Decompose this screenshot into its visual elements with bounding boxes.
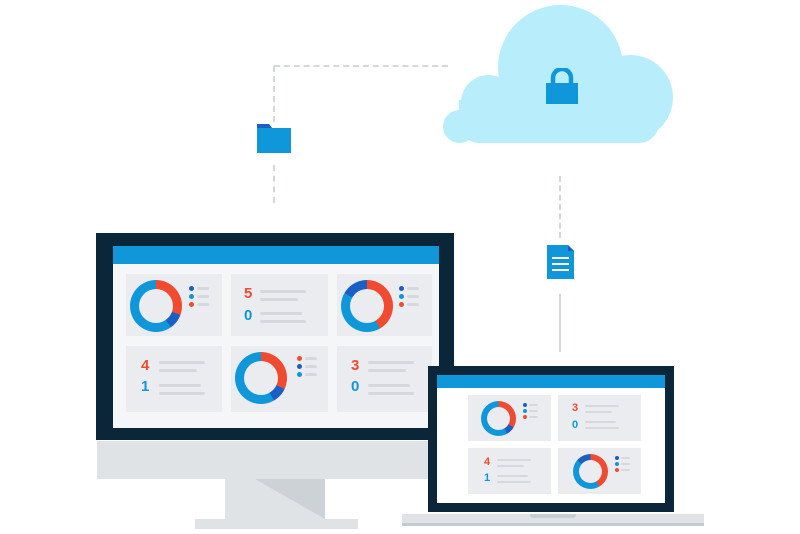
legend-dot-blue [189,294,194,299]
stat-bar [497,481,531,483]
stat-value-bottom: 0 [244,307,253,324]
stat-bar [368,361,414,364]
stat-value-top: 3 [351,357,360,374]
legend-bar [197,303,209,306]
stat-value-bottom: 1 [141,378,150,395]
stat-bar [368,392,414,395]
legend-bar [621,469,630,471]
legend-bar [305,373,317,376]
stat-value-top: 3 [572,402,579,414]
stat-value-bottom: 1 [484,472,491,484]
stat-bar [585,421,616,423]
connector-right-upper [559,176,561,238]
cloud-icon [443,5,675,143]
stat-bar [585,411,612,413]
stat-bar [497,465,524,467]
legend-bar [197,295,209,298]
laptop-card-donut-2[interactable] [558,448,641,494]
folder-icon [257,124,291,153]
stat-bar [260,298,298,301]
legend-dot-dark-blue [297,364,302,369]
stat-bar [260,320,306,323]
monitor-card-stats-1[interactable]: 5 0 [231,274,328,336]
stat-bar [368,369,406,372]
stat-bar [585,427,619,429]
monitor-stand-base [195,519,358,529]
legend-bar [197,287,209,290]
stat-value-top: 5 [244,285,253,302]
donut-chart [130,280,182,332]
document-icon [547,245,574,279]
stat-bar [159,384,201,387]
monitor-screen: 5 0 4 1 3 [113,246,439,428]
legend-bar [529,416,538,418]
legend-dot-dark-blue [615,456,619,460]
stat-bar [497,475,528,477]
stat-bar [159,361,205,364]
monitor-card-donut-2[interactable] [337,274,432,336]
laptop-screen-header [437,375,665,388]
legend-dot-red [523,415,527,419]
legend-dot-dark-blue [189,286,194,291]
legend-bar [621,463,630,465]
monitor-card-donut-1[interactable] [126,274,222,336]
laptop-screen: 3 0 4 1 [437,375,665,503]
legend-bar [407,287,419,290]
stat-value-top: 4 [484,456,491,468]
stat-bar [260,290,306,293]
legend-dot-dark-blue [523,403,527,407]
laptop-notch [530,514,576,518]
legend-bar [305,365,317,368]
laptop-card-donut-1[interactable] [468,395,551,441]
legend-dot-blue [399,294,404,299]
connector-left-lower [273,165,275,203]
donut-chart [235,352,287,404]
stat-bar [260,312,302,315]
legend-dot-red [189,302,194,307]
monitor-card-donut-3[interactable] [231,346,328,412]
donut-chart [481,401,516,436]
legend-bar [407,295,419,298]
stat-bar [159,392,205,395]
legend-dot-blue [523,409,527,413]
legend-dot-dark-blue [399,286,404,291]
donut-chart [573,454,608,489]
legend-dot-red [615,468,619,472]
legend-bar [529,410,538,412]
stat-value-bottom: 0 [351,378,360,395]
legend-dot-blue [297,372,302,377]
legend-dot-red [399,302,404,307]
legend-bar [305,357,317,360]
stat-bar [497,459,531,461]
stat-bar [368,384,410,387]
legend-dot-red [297,356,302,361]
connector-top [274,65,448,67]
legend-bar [407,303,419,306]
donut-chart [341,280,393,332]
connector-left-upper [273,66,275,122]
laptop-card-stats-1[interactable]: 3 0 [558,395,641,441]
monitor-stand-neck [225,479,325,519]
monitor-card-stats-3[interactable]: 3 0 [337,346,432,412]
stat-value-top: 4 [141,357,150,374]
stat-bar [159,369,197,372]
legend-bar [621,457,630,459]
laptop-card-stats-2[interactable]: 4 1 [468,448,551,494]
monitor-card-stats-2[interactable]: 4 1 [126,346,222,412]
connector-right-lower [559,294,561,352]
monitor-screen-header [113,246,439,264]
stat-bar [585,405,619,407]
laptop-base [402,514,704,526]
monitor-chin [97,441,433,479]
legend-dot-blue [615,462,619,466]
stat-value-bottom: 0 [572,419,579,431]
legend-bar [529,404,538,406]
lock-icon [546,66,578,104]
